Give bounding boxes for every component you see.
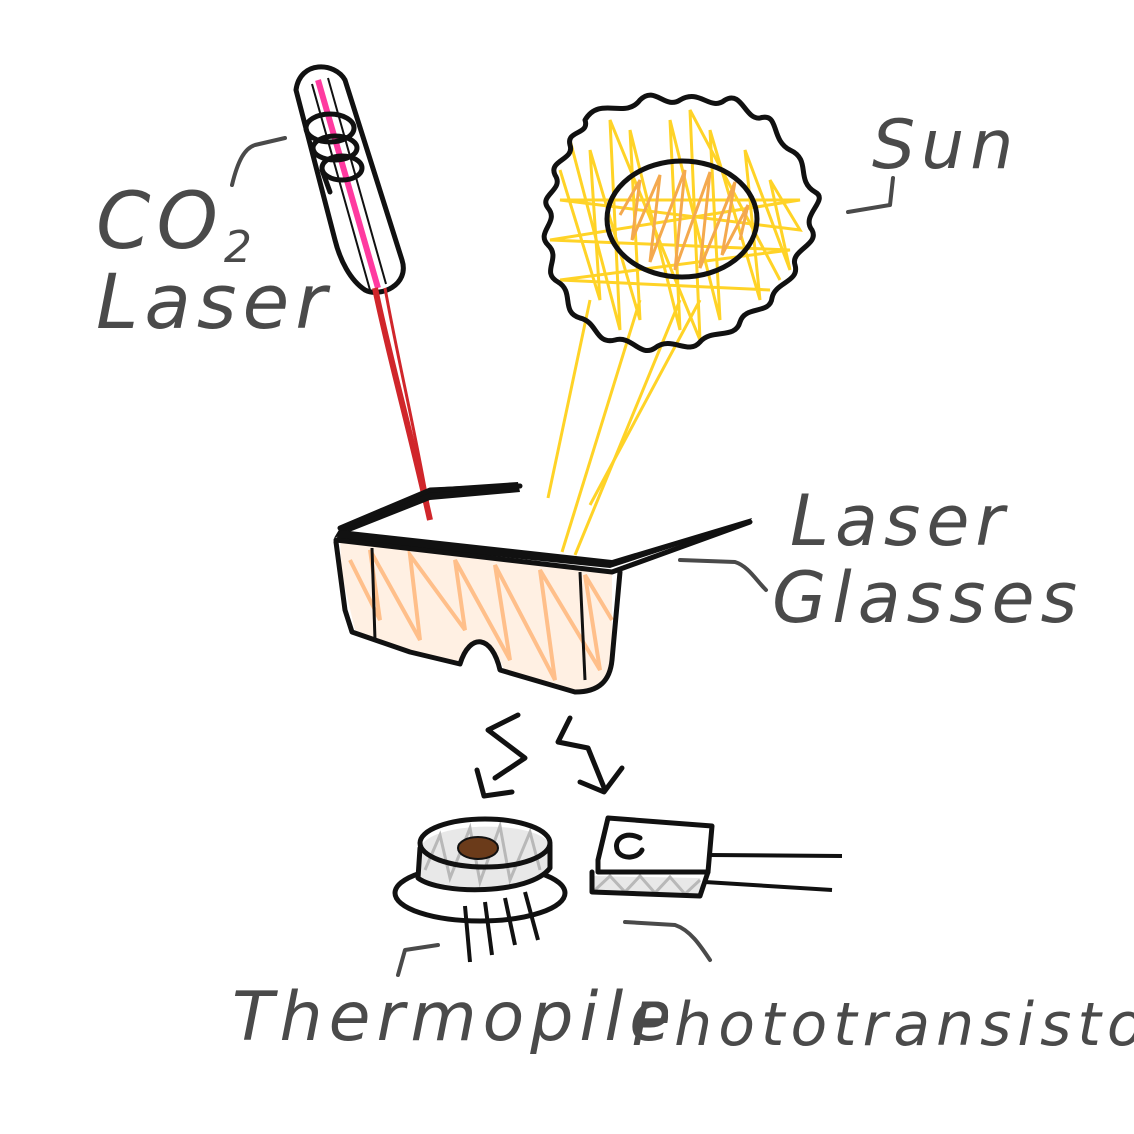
thermopile-icon [392,816,568,963]
co2-label: CO2 [96,177,258,273]
laser-label: Laser [96,257,333,346]
phototransistor-icon [589,815,843,899]
glasses-label-line2: Glasses [772,557,1083,639]
co2-laser-icon [293,64,406,295]
sun-leader [846,176,895,214]
thermopile-leader [396,943,440,977]
sun-icon [541,92,822,556]
arrow-to-phototransistor-icon [555,715,625,795]
phototransistor-leader [623,920,712,962]
arrow-to-thermopile-icon [474,712,528,799]
co2-laser-leader [230,136,287,187]
sun-label: Sun [872,106,1019,185]
thermopile-label: Thermopile [232,978,677,1057]
laser-beam [372,287,433,521]
phototransistor-label: Phototransistor [632,990,1134,1060]
glasses-leader [678,558,768,592]
glasses-label-line1: Laser [790,480,1010,562]
laser-glasses-icon [333,482,753,695]
